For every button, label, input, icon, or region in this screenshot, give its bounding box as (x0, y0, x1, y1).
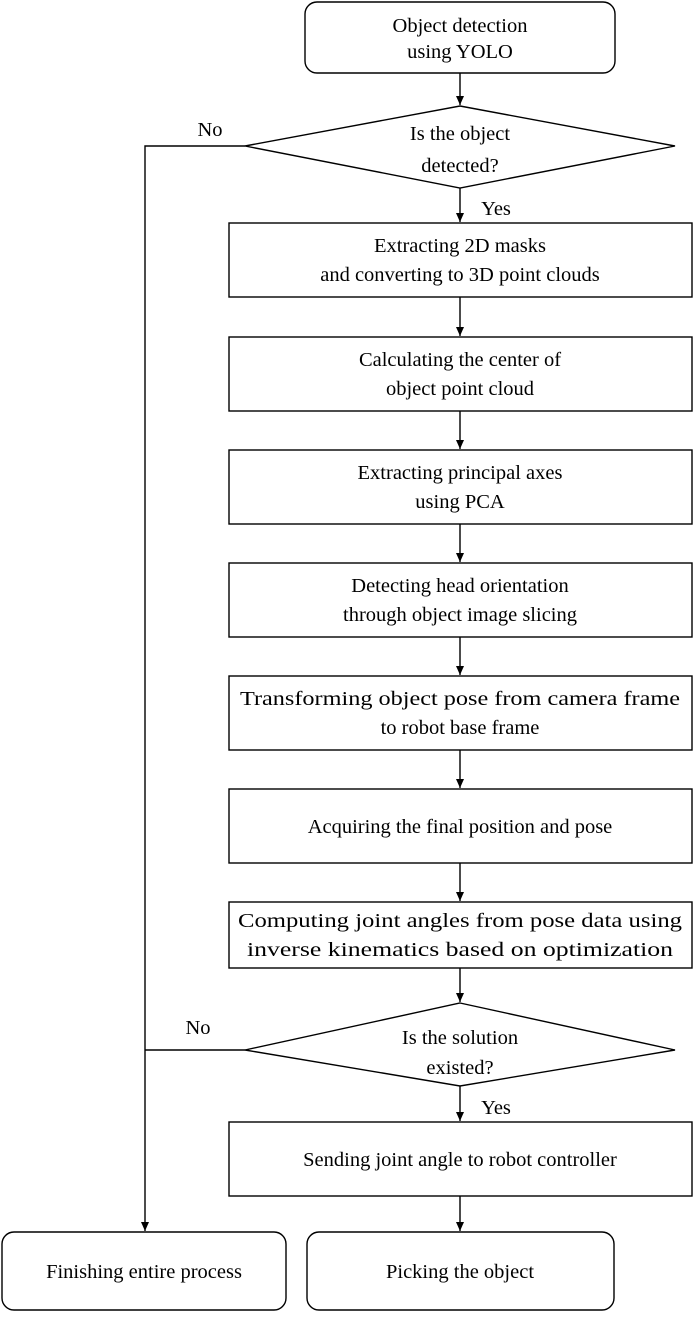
calc-center-label-line-2: object point cloud (386, 378, 534, 400)
pick-node (306, 1231, 615, 1311)
transform-pose-label-line-1: Transforming object pose from camera fra… (240, 688, 680, 710)
extract-masks-node (228, 222, 693, 298)
transform-pose-label-line-2: to robot base frame (381, 717, 540, 739)
decision-object-detected (244, 105, 676, 189)
calc-center-label-line-1: Calculating the center of (359, 349, 561, 371)
send-angles-node (228, 1121, 693, 1197)
compute-joints-label-line-1: Computing joint angles from pose data us… (238, 910, 682, 932)
transform-pose-node (228, 675, 693, 751)
send-angles-label: Sending joint angle to robot controller (303, 1149, 617, 1171)
start-node (304, 1, 616, 74)
principal-axes-label-line-1: Extracting principal axes (358, 462, 563, 484)
decision-detected-label-line-2: detected? (421, 155, 498, 177)
decision-solution-existed (244, 1002, 676, 1087)
extract-masks-label-line-2: and converting to 3D point clouds (320, 264, 600, 286)
start-label-line-1: Object detection (393, 15, 528, 37)
final-pose-node (228, 788, 693, 864)
finish-label: Finishing entire process (46, 1261, 242, 1283)
compute-joints-label-line-2: inverse kinematics based on optimization (247, 939, 673, 961)
start-label-line-2: using YOLO (407, 41, 513, 63)
arrow-no-detected-to-finish (141, 145, 245, 1231)
finish-node (1, 1231, 287, 1311)
edge-label-detected-no: No (197, 119, 222, 141)
final-pose-label: Acquiring the final position and pose (308, 816, 613, 838)
head-orientation-label-line-1: Detecting head orientation (351, 575, 568, 597)
extract-masks-label-line-1: Extracting 2D masks (374, 235, 546, 257)
principal-axes-label-line-2: using PCA (415, 491, 505, 513)
connectors (141, 73, 464, 1231)
decision-detected-label-line-1: Is the object (410, 123, 510, 145)
edge-labels: No Yes No Yes (185, 119, 510, 1119)
pick-label: Picking the object (386, 1261, 534, 1283)
head-orientation-node (228, 562, 693, 638)
edge-label-detected-yes: Yes (481, 198, 511, 220)
decision-solution-label-line-1: Is the solution (402, 1027, 518, 1049)
head-orientation-label-line-2: through object image slicing (343, 604, 577, 626)
node-labels: Object detection using YOLO Is the objec… (46, 15, 682, 1283)
decision-solution-label-line-2: existed? (426, 1057, 493, 1079)
compute-joints-node (228, 901, 693, 969)
edge-label-solution-no: No (185, 1017, 210, 1039)
edge-label-solution-yes: Yes (481, 1097, 511, 1119)
calc-center-node (228, 336, 693, 412)
principal-axes-node (228, 449, 693, 525)
